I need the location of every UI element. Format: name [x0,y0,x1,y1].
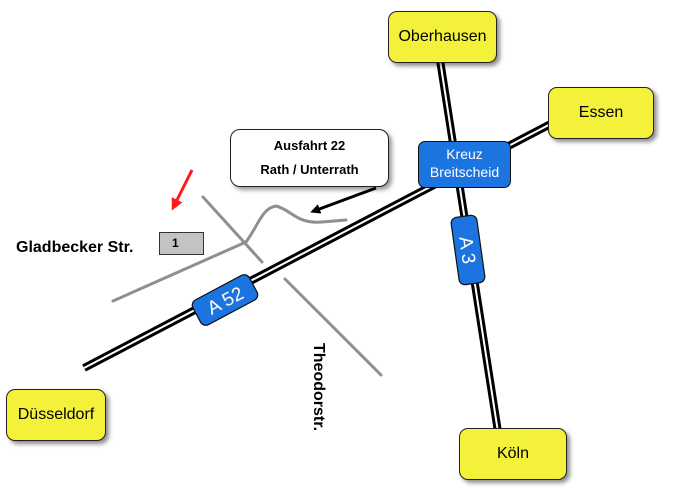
red-pointer-arrow [171,169,194,211]
theodorstr-road [283,277,383,377]
exit-pointer-arrow [310,186,377,214]
a3-label: A 3 [454,235,479,265]
gladbecker-ramp-road [244,204,348,244]
diagonal-road-north [201,195,264,264]
theodorstr-label: Theodorstr. [310,343,327,431]
a3-badge: A 3 [450,214,486,286]
city-koeln-label: Köln [496,445,530,462]
kreuz-breitscheid-badge: Kreuz Breitscheid [418,141,511,188]
gladbecker-road [111,240,248,303]
city-duesseldorf: Düsseldorf [6,389,106,441]
kreuz-label-line1: Kreuz [446,146,483,162]
exit-callout-line1: Ausfahrt 22 [273,138,346,153]
city-oberhausen: Oberhausen [388,11,497,63]
local-roads [111,195,383,377]
city-essen: Essen [548,87,654,139]
exit-callout-line2: Rath / Unterrath [260,162,359,177]
city-koeln: Köln [459,428,567,480]
kreuz-label-line2: Breitscheid [429,164,500,180]
city-essen-label: Essen [578,104,624,121]
a52-badge: A 52 [191,274,259,326]
city-duesseldorf-label: Düsseldorf [17,406,95,423]
gladbecker-str-label: Gladbecker Str. [16,239,134,256]
city-oberhausen-label: Oberhausen [398,28,487,45]
exit-marker-box: 1 [159,232,204,255]
exit-callout: Ausfahrt 22 Rath / Unterrath [230,129,389,187]
